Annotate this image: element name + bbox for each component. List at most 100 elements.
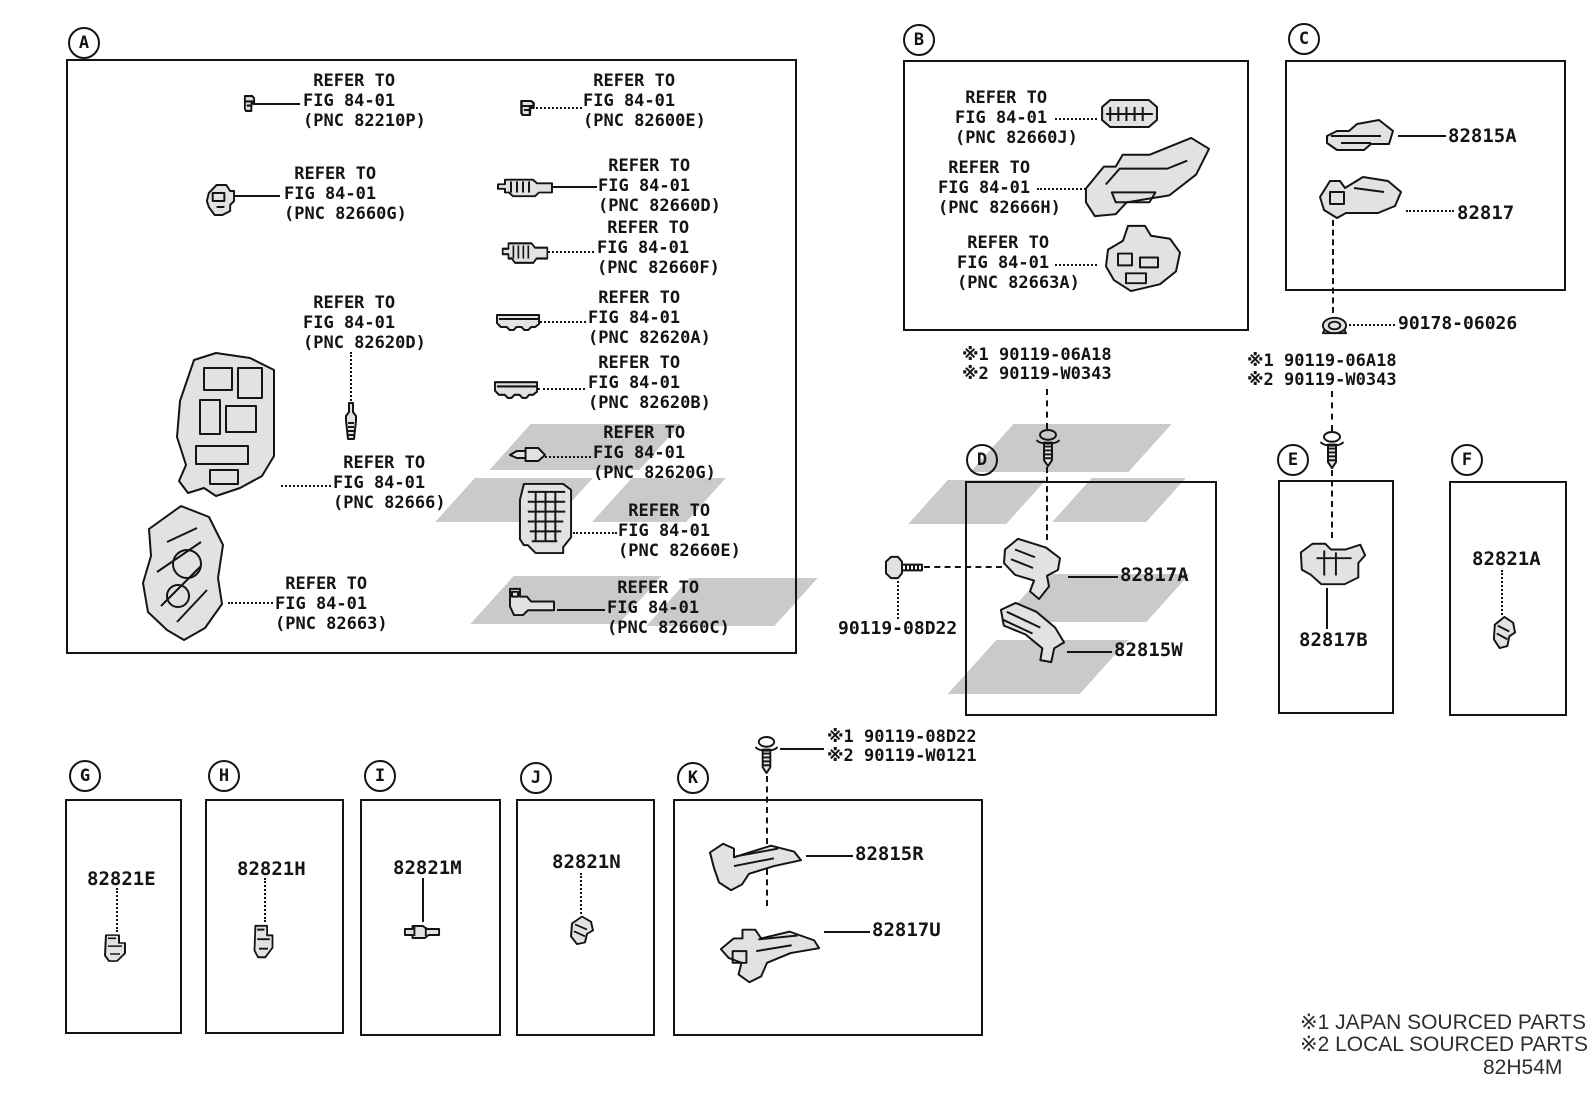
part-number-82817: 82817 <box>1457 202 1515 224</box>
assembly-dashed-line <box>1331 470 1333 538</box>
footer-note-japan-sourced: ※1 JAPAN SOURCED PARTS <box>1300 1011 1586 1034</box>
panel-f-box <box>1449 481 1567 716</box>
panel-d-box <box>965 481 1217 716</box>
leader-line <box>228 602 273 604</box>
part-pnc-82660f-drawing <box>501 239 549 265</box>
screw-drawing-e <box>1319 431 1345 470</box>
refer-callout-82600e: REFER TO FIG 84-01 (PNC 82600E) <box>583 71 706 131</box>
leader-line <box>253 103 300 105</box>
refer-callout-82663: REFER TO FIG 84-01 (PNC 82663) <box>275 574 388 634</box>
screw-drawing-k <box>754 736 779 775</box>
part-number-82817a: 82817A <box>1120 564 1189 586</box>
panel-d-label: D <box>966 444 998 476</box>
refer-callout-82666: REFER TO FIG 84-01 (PNC 82666) <box>333 453 446 513</box>
part-number-82815w: 82815W <box>1114 639 1183 661</box>
leader-line <box>1349 324 1395 326</box>
fastener-note-d: ※1 90119-06A18 ※2 90119-W0343 <box>962 345 1112 384</box>
panel-h-box <box>205 799 344 1034</box>
leader-line <box>580 873 582 914</box>
leader-line <box>281 485 331 487</box>
refer-callout-82660j: REFER TO FIG 84-01 (PNC 82660J) <box>955 88 1078 148</box>
leader-line <box>545 456 591 458</box>
refer-callout-82666h: REFER TO FIG 84-01 (PNC 82666H) <box>938 158 1061 218</box>
panel-i-label: I <box>364 760 396 792</box>
leader-line <box>1326 588 1328 629</box>
figure-code: 82H54M <box>1483 1056 1563 1079</box>
part-pnc-82660c-drawing <box>506 585 558 618</box>
leader-line <box>573 532 617 534</box>
part-number-82815r: 82815R <box>855 843 924 865</box>
refer-callout-82660f: REFER TO FIG 84-01 (PNC 82660F) <box>597 218 720 278</box>
refer-callout-82620d: REFER TO FIG 84-01 (PNC 82620D) <box>303 293 426 353</box>
part-82815a-drawing <box>1323 116 1399 154</box>
panel-c-box <box>1285 60 1566 291</box>
leader-line <box>552 186 597 188</box>
refer-callout-82620a: REFER TO FIG 84-01 (PNC 82620A) <box>588 288 711 348</box>
part-number-82821a: 82821A <box>1472 548 1541 570</box>
part-pnc-82620d-drawing <box>344 401 358 443</box>
part-82817a-drawing <box>995 532 1069 602</box>
fastener-note-k: ※1 90119-08D22 ※2 90119-W0121 <box>827 727 977 766</box>
part-number-90119-08d22: 90119-08D22 <box>838 618 958 639</box>
panel-k-label: K <box>677 762 709 794</box>
fastener-note-e: ※1 90119-06A18 ※2 90119-W0343 <box>1247 351 1397 390</box>
part-pnc-82660d-drawing <box>496 176 554 198</box>
part-number-82821n: 82821N <box>552 851 621 873</box>
refer-callout-82660c: REFER TO FIG 84-01 (PNC 82660C) <box>607 578 730 638</box>
refer-callout-82660e: REFER TO FIG 84-01 (PNC 82660E) <box>618 501 741 561</box>
part-pnc-82660g-drawing <box>203 181 236 217</box>
part-pnc-82666h-drawing <box>1078 133 1215 232</box>
leader-line <box>1068 576 1118 578</box>
assembly-dashed-line <box>1046 467 1048 540</box>
leader-line <box>1501 570 1503 615</box>
part-number-82815a: 82815A <box>1448 125 1517 147</box>
part-82821m-drawing <box>403 922 441 939</box>
part-82817-drawing <box>1314 170 1406 220</box>
panel-k-box <box>673 799 983 1036</box>
panel-e-box <box>1278 480 1394 714</box>
part-82815r-drawing <box>700 837 806 897</box>
leader-line <box>780 748 824 750</box>
leader-line <box>235 195 280 197</box>
assembly-dashed-line <box>924 566 1002 568</box>
part-82815w-drawing <box>993 598 1068 671</box>
panel-j-label: J <box>520 762 552 794</box>
part-number-82817b: 82817B <box>1299 629 1368 651</box>
assembly-dashed-line <box>766 776 768 906</box>
part-number-82821e: 82821E <box>87 868 156 890</box>
panel-b-box <box>903 60 1249 331</box>
panel-g-label: G <box>69 760 101 792</box>
part-pnc-82210p-drawing <box>243 94 256 113</box>
leader-line <box>1055 118 1097 120</box>
panel-e-label: E <box>1277 444 1309 476</box>
part-number-82821m: 82821M <box>393 857 462 879</box>
refer-callout-82210p: REFER TO FIG 84-01 (PNC 82210P) <box>303 71 426 131</box>
leader-line <box>548 251 594 253</box>
part-pnc-82620b-drawing <box>493 377 540 400</box>
assembly-dashed-line <box>1046 389 1048 429</box>
part-pnc-82666-drawing <box>160 350 282 508</box>
part-82821h-drawing <box>250 922 277 962</box>
bolt-90119-08d22-drawing <box>883 554 925 581</box>
panel-c-label: C <box>1288 23 1320 55</box>
watermark-shape <box>970 424 1172 472</box>
part-number-82817u: 82817U <box>872 919 941 941</box>
panel-g-box <box>65 799 182 1034</box>
refer-callout-82663a: REFER TO FIG 84-01 (PNC 82663A) <box>957 233 1080 293</box>
part-82821n-drawing <box>567 914 595 945</box>
leader-line <box>538 388 585 390</box>
leader-line <box>116 888 118 932</box>
leader-line <box>350 352 352 401</box>
part-pnc-82660j-drawing <box>1096 95 1161 131</box>
refer-callout-82660g: REFER TO FIG 84-01 (PNC 82660G) <box>284 164 407 224</box>
part-82817u-drawing <box>713 918 825 992</box>
panel-h-label: H <box>208 760 240 792</box>
part-82817b-drawing <box>1295 537 1371 589</box>
refer-callout-82660d: REFER TO FIG 84-01 (PNC 82660D) <box>598 156 721 216</box>
assembly-dashed-line <box>1331 391 1333 431</box>
part-pnc-82663a-drawing <box>1096 218 1184 299</box>
part-82821e-drawing <box>100 932 130 965</box>
part-pnc-82660e-drawing <box>516 480 575 557</box>
assembly-dashed-line <box>1332 220 1334 313</box>
